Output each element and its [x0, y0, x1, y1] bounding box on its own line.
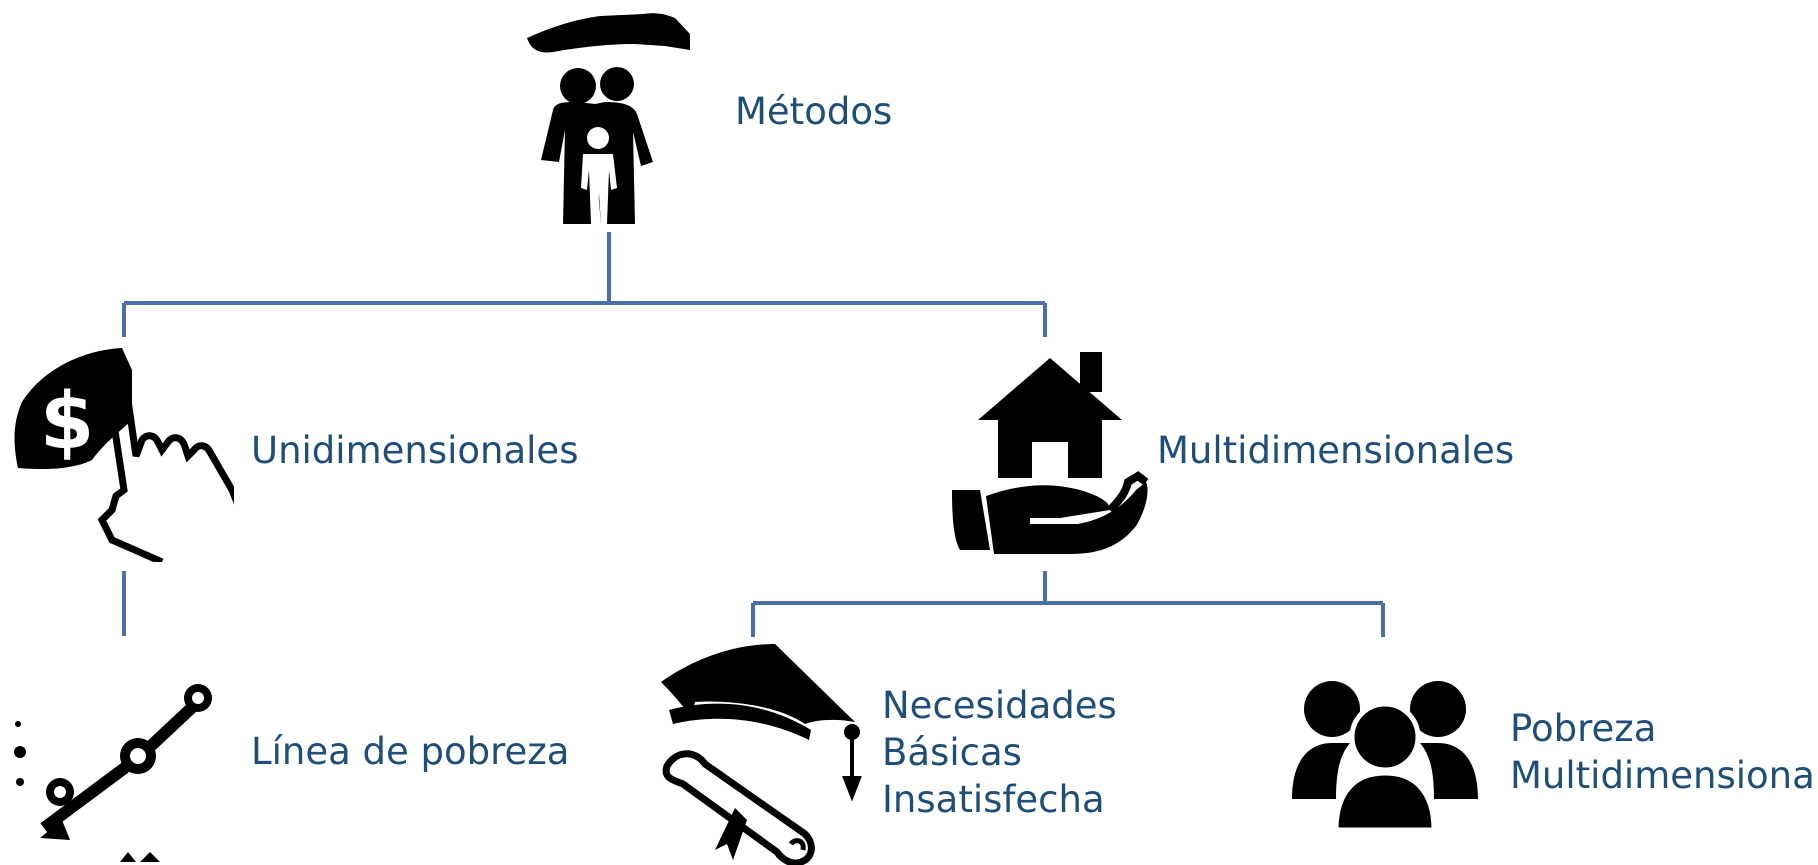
- label-unidimensionales: Unidimensionales: [251, 429, 579, 472]
- money-touch-icon: $: [14, 348, 234, 562]
- group-people-icon: [1292, 681, 1478, 830]
- house-hand-icon: [952, 352, 1149, 554]
- label-pm-line-1: Pobreza: [1510, 707, 1657, 750]
- label-nbi-line-3: Insatisfecha: [882, 778, 1105, 821]
- label-pm-line-2: Multidimensional: [1510, 754, 1818, 797]
- label-multidimensionales: Multidimensionales: [1157, 429, 1515, 472]
- root-label-metodos: Métodos: [735, 90, 893, 133]
- graduation-cap-diploma-icon: [661, 644, 862, 865]
- dollar-sign-glyph: $: [40, 377, 94, 467]
- label-nbi-line-2: Básicas: [882, 731, 1022, 774]
- label-nbi-line-1: Necesidades: [882, 684, 1117, 727]
- family-protection-icon: [527, 13, 690, 224]
- label-pobreza-multidimensional: Pobreza Multidimensional: [1510, 705, 1818, 799]
- label-necesidades-basicas-insatisfecha: Necesidades Básicas Insatisfecha: [882, 682, 1117, 823]
- line-chart-icon: [14, 684, 212, 862]
- label-linea-de-pobreza: Línea de pobreza: [251, 730, 570, 773]
